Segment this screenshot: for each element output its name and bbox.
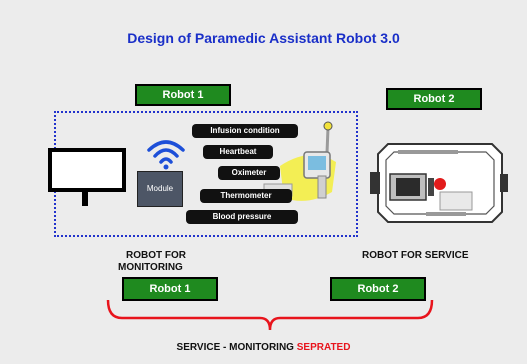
wifi-icon	[147, 140, 185, 170]
monitoring-caption-line1: ROBOT FOR	[126, 250, 186, 261]
diagram-title: Design of Paramedic Assistant Robot 3.0	[127, 30, 400, 46]
bottom-caption-highlight: SEPRATED	[296, 342, 351, 353]
sensor-oximeter: Oximeter	[218, 166, 280, 180]
bottom-caption: SERVICE - MONITORING SEPRATED	[0, 342, 527, 353]
module-box: Module	[137, 171, 183, 207]
bottom-robot2-label-box: Robot 2	[330, 277, 426, 301]
sensor-thermometer: Thermometer	[200, 189, 292, 203]
robot1-label-box: Robot 1	[135, 84, 231, 106]
bottom-robot1-label-box: Robot 1	[122, 277, 218, 301]
bottom-caption-prefix: SERVICE - MONITORING	[176, 342, 297, 353]
service-robot-icon	[370, 143, 508, 223]
monitor-icon	[48, 148, 126, 206]
sensor-blood-pressure: Blood pressure	[186, 210, 298, 224]
service-caption: ROBOT FOR SERVICE	[362, 250, 469, 261]
robot2-label-box: Robot 2	[386, 88, 482, 110]
monitoring-caption-line2: MONITORING	[118, 262, 183, 273]
grouping-brace	[106, 299, 434, 331]
sensor-infusion-condition: Infusion condition	[192, 124, 298, 138]
sensor-heartbeat: Heartbeat	[203, 145, 273, 159]
